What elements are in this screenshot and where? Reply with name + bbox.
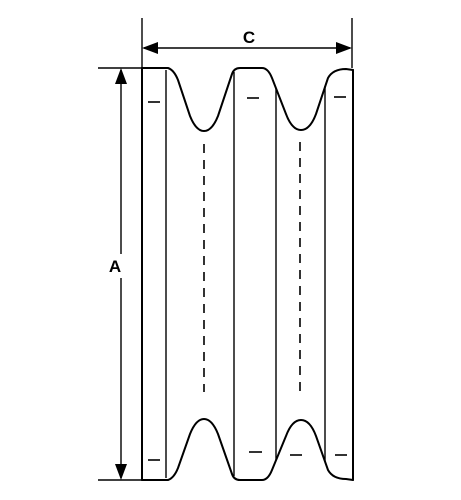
dimension-c-label: C [243, 28, 255, 47]
dimension-a: A [104, 68, 127, 480]
dimension-c-arrow-left [142, 42, 158, 54]
dimension-a-arrow-bottom [115, 464, 127, 480]
pulley-profile [141, 67, 354, 481]
pulley-top-groove-edge [141, 67, 354, 132]
pulley-bottom-groove-edge [141, 418, 354, 481]
dimension-c: C [142, 28, 352, 54]
dimension-c-arrow-right [336, 42, 352, 54]
dimension-a-label: A [109, 257, 121, 276]
dimension-a-arrow-top [115, 68, 127, 84]
